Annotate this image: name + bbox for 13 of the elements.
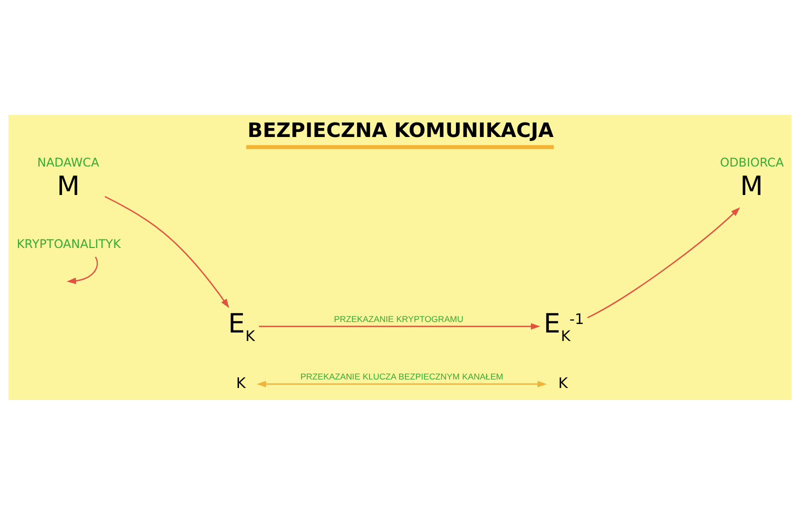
node-text: KRYPTOANALITYK [16,236,121,251]
edge-label: PRZEKAZANIE KLUCZA BEZPIECZNYM KANAŁEM [300,372,504,382]
arrow [259,323,540,330]
arrow [256,380,547,388]
node-text: K [558,374,568,392]
diagram-title: BEZPIECZNA KOMUNIKACJA [248,119,554,142]
node-text: NADAWCA M [37,155,100,202]
edge-label: PRZEKAZANIE KRYPTOGRAMU [334,314,464,324]
arrow [104,196,230,308]
node-text: E$_{K}$ [228,308,255,345]
arrow [587,207,740,318]
node-text: ODBIORCA M [720,155,784,202]
node-text: K [236,374,246,392]
